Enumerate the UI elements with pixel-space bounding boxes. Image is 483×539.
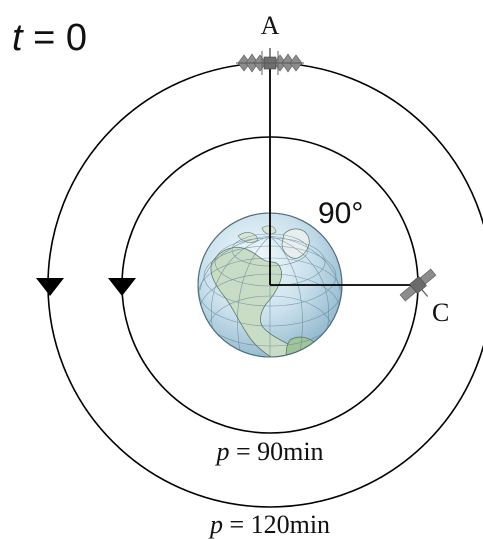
time-value: = 0	[23, 17, 87, 59]
satellite-a-icon	[236, 48, 304, 75]
satellite-a-label: A	[261, 11, 280, 40]
outer-orbit-direction-arrow	[36, 278, 64, 296]
inner-period-variable: p	[214, 437, 229, 466]
inner-orbit-direction-arrow	[108, 278, 136, 296]
inner-orbit-period-label: p = 90min	[214, 437, 323, 466]
angle-label: 90°	[318, 197, 363, 230]
outer-orbit-period-label: p = 120min	[208, 510, 330, 539]
time-label: t = 0	[12, 17, 87, 59]
time-variable: t	[12, 17, 24, 59]
satellite-c-icon	[399, 268, 437, 302]
outer-period-value: = 120min	[223, 510, 330, 539]
satellite-c-label: C	[432, 298, 449, 327]
inner-period-value: = 90min	[229, 437, 323, 466]
outer-period-variable: p	[208, 510, 223, 539]
